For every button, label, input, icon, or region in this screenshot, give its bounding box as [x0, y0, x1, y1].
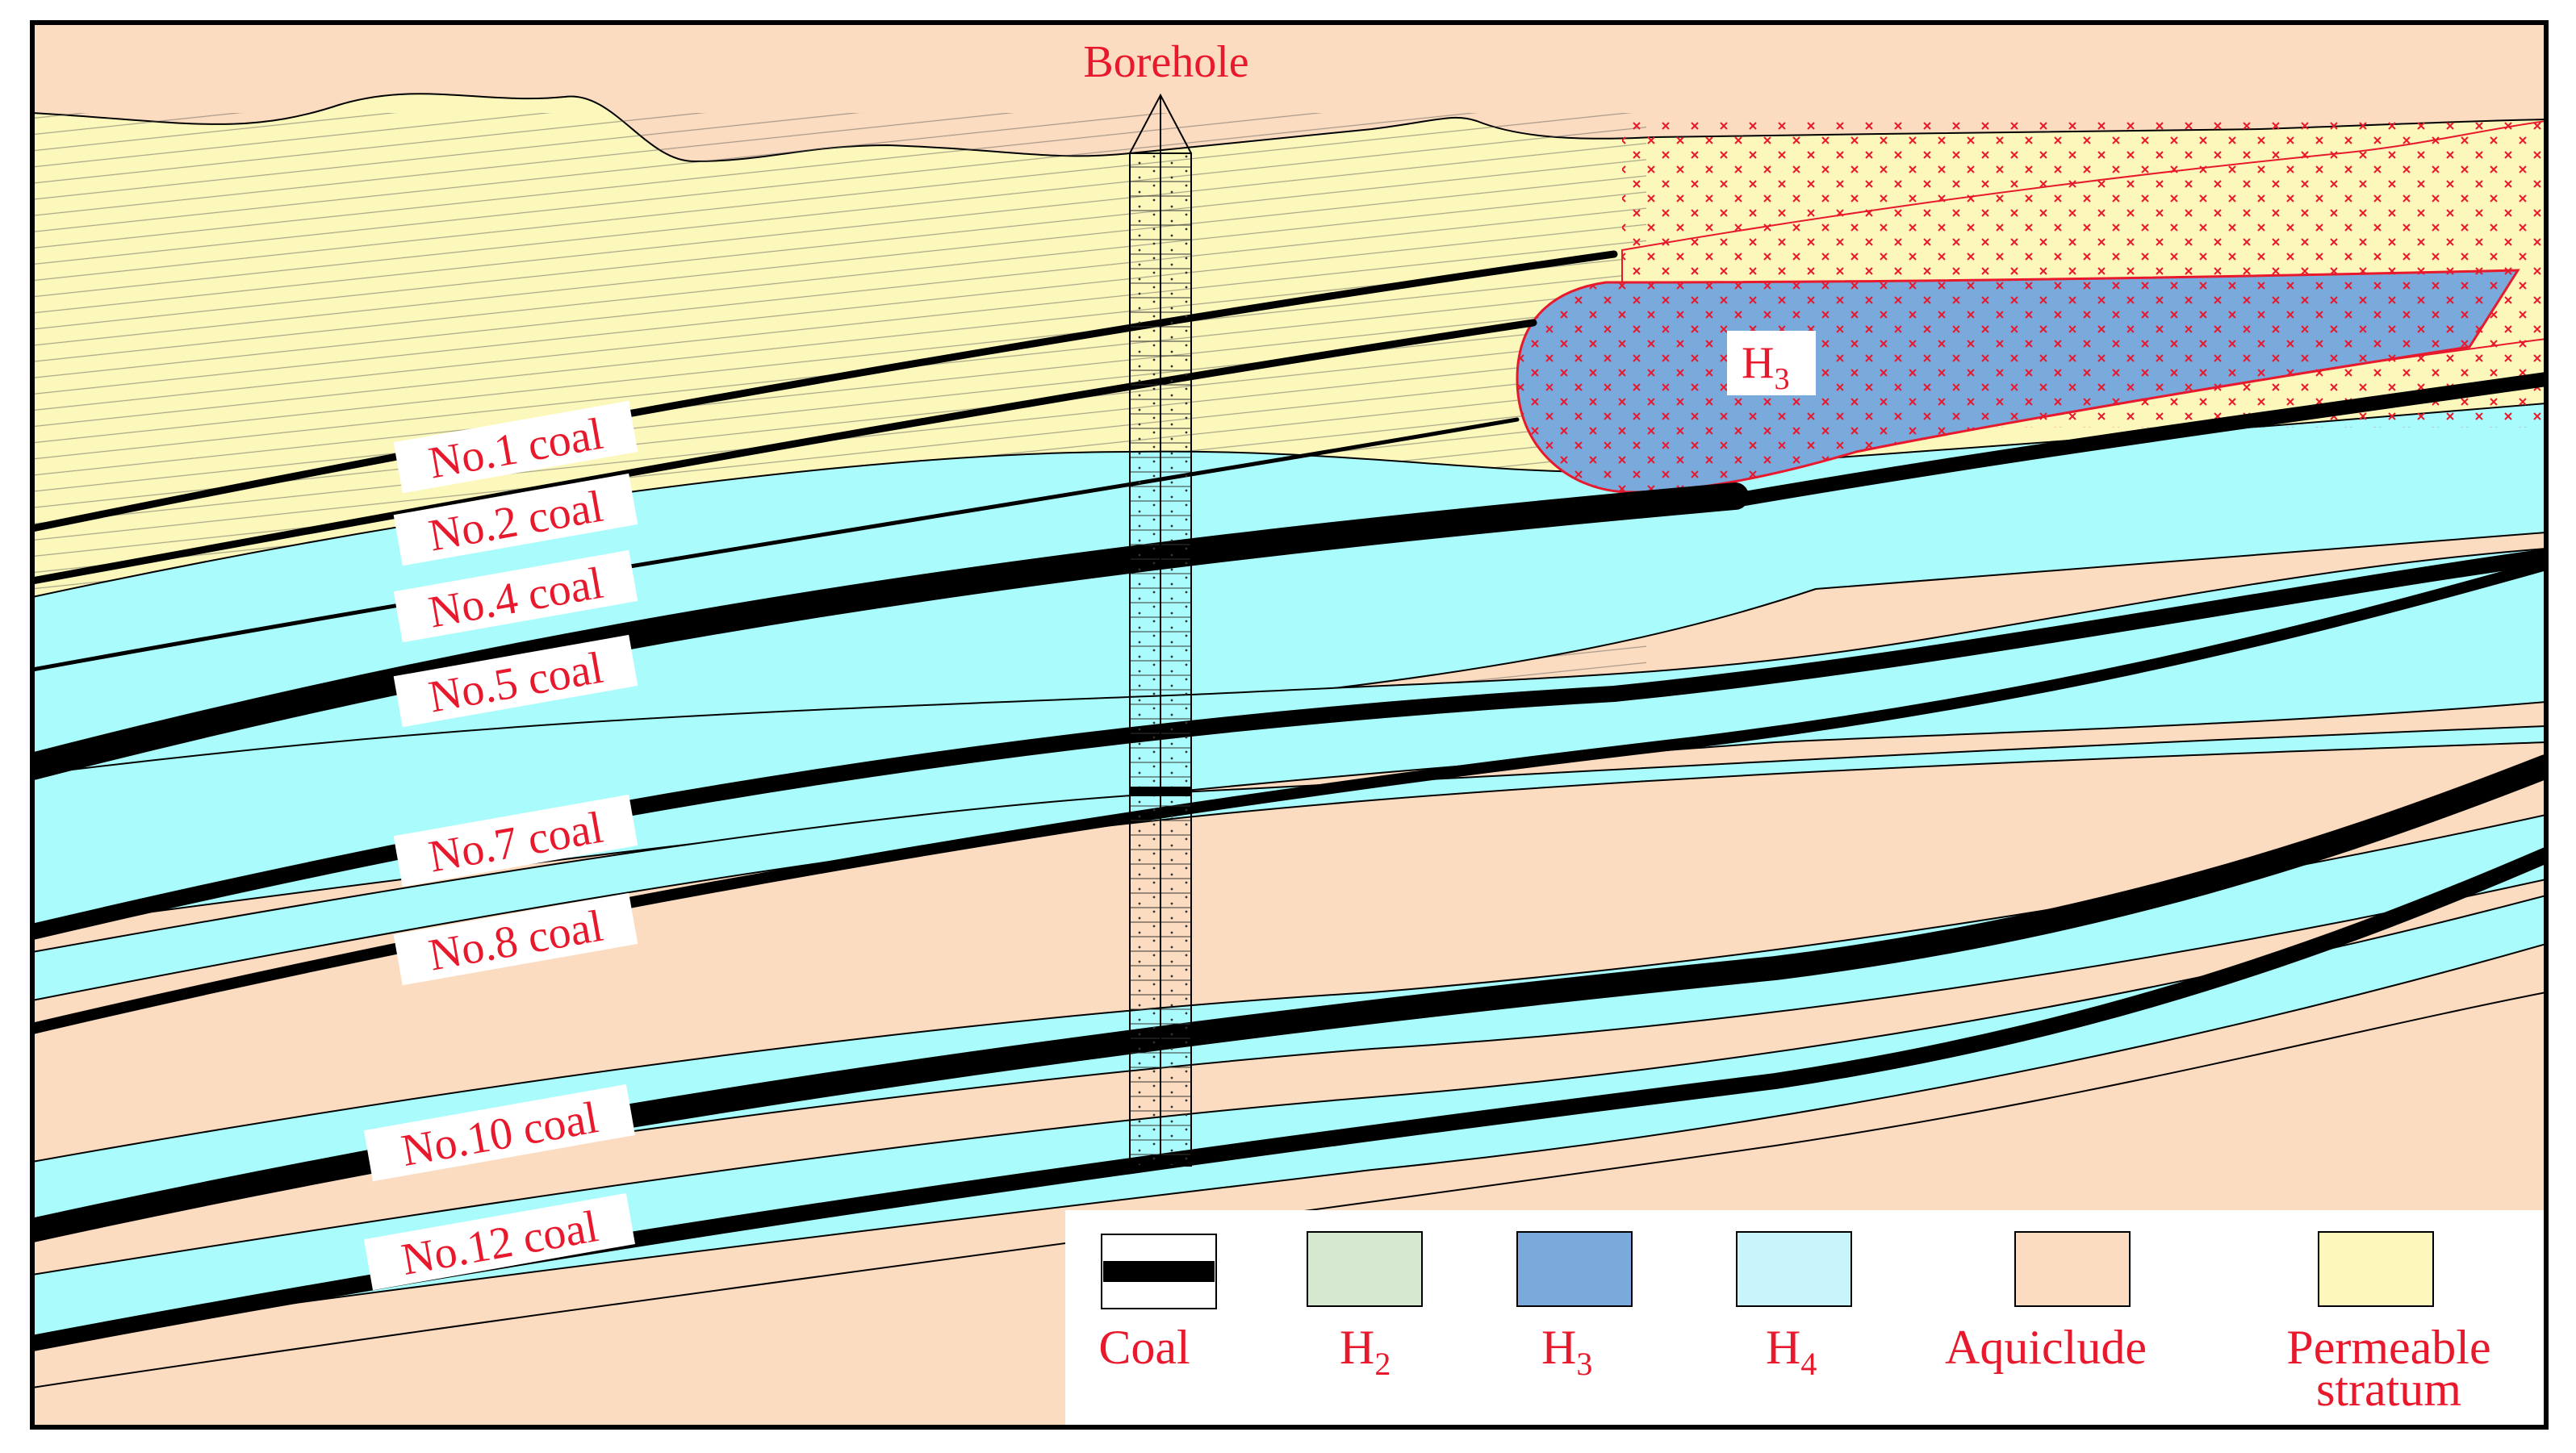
legend-swatch-h4 [1736, 1231, 1852, 1307]
coal-seam-1 [32, 250, 1618, 532]
legend-label-h4: H [1766, 1321, 1800, 1374]
legend-item-h4: H4 [1736, 1231, 1852, 1382]
legend-item-h3: H3 [1516, 1231, 1633, 1382]
svg-text:H3: H3 [1541, 1321, 1592, 1382]
legend-item-coal: Coal [1098, 1234, 1217, 1374]
svg-text:H4: H4 [1766, 1321, 1817, 1382]
svg-text:H3: H3 [1742, 338, 1789, 396]
coal-seam-2 [32, 319, 1537, 585]
legend-swatch-aquiclude [2014, 1231, 2131, 1307]
legend-label-coal: Coal [1098, 1321, 1190, 1374]
figure-frame [30, 20, 2549, 1430]
h3-region-label: H3 [1727, 331, 1816, 396]
h4-band-2 [32, 547, 2546, 929]
strata-layers [32, 23, 2546, 1427]
legend-label-permeable-2: stratum [2316, 1363, 2461, 1416]
legend-swatch-permeable [2318, 1231, 2434, 1307]
h3-label-sub: 3 [1774, 362, 1789, 396]
legend-label-aquiclude: Aquiclude [1945, 1321, 2147, 1374]
legend-sub-h2: 2 [1374, 1346, 1390, 1382]
coal-seam-4 [32, 417, 1520, 672]
legend-item-h2: H2 [1307, 1231, 1423, 1382]
legend-label-permeable-1: Permeable [2286, 1321, 2490, 1374]
coal-seam-5b [1728, 372, 2546, 507]
legend-sub-h3: 3 [1576, 1346, 1592, 1382]
coal-seam-5 [32, 482, 1749, 780]
legend-sub-h4: 4 [1800, 1346, 1817, 1382]
borehole-column: Borehole [1083, 37, 1249, 1167]
borehole-label: Borehole [1083, 37, 1248, 87]
svg-text:H2: H2 [1340, 1321, 1390, 1382]
legend-swatch-h2 [1307, 1231, 1423, 1307]
legend: Coal H2 H3 H4 Aquiclude Permeable stratu… [1065, 1210, 2546, 1427]
legend-swatch-h3 [1516, 1231, 1633, 1307]
borehole-arrow [1129, 93, 1192, 1166]
legend-label-h2: H [1340, 1321, 1374, 1374]
legend-label-h3: H [1541, 1321, 1576, 1374]
h3-label-base: H [1742, 338, 1774, 388]
legend-item-aquiclude: Aquiclude [1945, 1231, 2147, 1374]
legend-item-permeable: Permeable stratum [2286, 1231, 2491, 1416]
